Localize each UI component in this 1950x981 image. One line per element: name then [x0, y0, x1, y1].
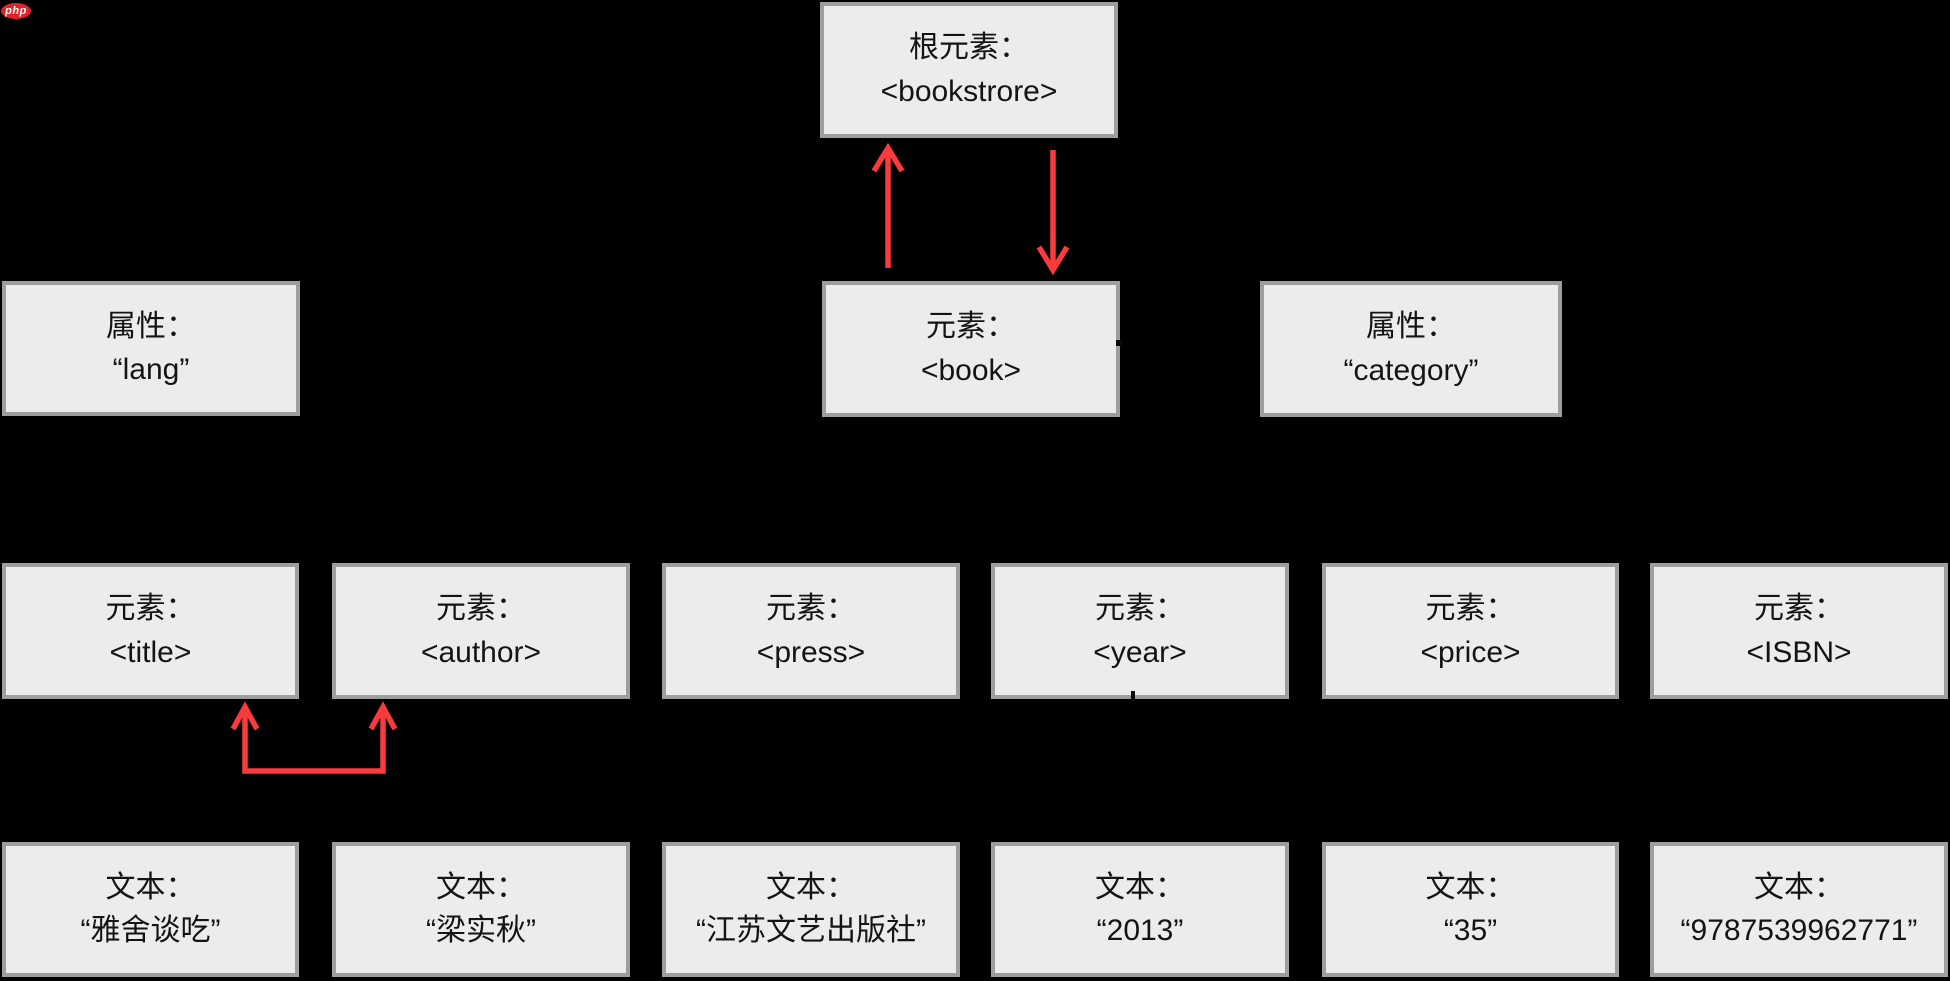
node-type-label: 文本：	[1754, 870, 1844, 904]
node-type-label: 文本：	[105, 870, 196, 904]
node-value-label: “雅舍谈吃”	[80, 914, 221, 947]
node-type-label: 文本：	[436, 870, 526, 904]
node-element-isbn: 元素： <ISBN>	[1650, 563, 1948, 699]
node-attr-lang: 属性： “lang”	[2, 281, 300, 416]
php-logo-label: php	[5, 4, 27, 17]
node-element-price: 元素： <price>	[1322, 563, 1619, 699]
node-value-label: <title>	[109, 635, 192, 669]
node-text-year: 文本： “2013”	[991, 842, 1289, 977]
node-type-label: 文本：	[1095, 870, 1185, 904]
arrow-book-to-root-head-icon	[871, 142, 905, 173]
node-root-bookstore: 根元素： <bookstrore>	[820, 2, 1118, 138]
node-text-isbn: 文本： “9787539962771”	[1650, 842, 1948, 977]
node-type-label: 元素：	[766, 592, 856, 625]
node-type-label: 根元素：	[909, 31, 1029, 64]
node-value-label: <author>	[420, 635, 542, 669]
artifact-tick	[1131, 691, 1135, 702]
node-element-author: 元素： <author>	[332, 563, 630, 699]
arrow-sibling-bracket-line	[242, 711, 386, 774]
node-value-label: “江苏文艺出版社”	[696, 914, 926, 947]
node-text-author: 文本： “梁实秋”	[332, 842, 630, 977]
node-type-label: 元素：	[1754, 592, 1844, 625]
artifact-dot	[1116, 340, 1122, 346]
node-value-label: <year>	[1093, 635, 1187, 669]
node-type-label: 元素：	[436, 592, 526, 625]
node-type-label: 元素：	[105, 592, 196, 625]
node-text-price: 文本： “35”	[1322, 842, 1619, 977]
node-type-label: 属性：	[1366, 310, 1456, 343]
node-element-year: 元素： <year>	[991, 563, 1289, 699]
arrow-sibling-left-head-icon	[230, 701, 260, 731]
node-value-label: <ISBN>	[1746, 635, 1852, 669]
arrow-root-to-book-head-icon	[1036, 245, 1070, 276]
node-attr-category: 属性： “category”	[1260, 281, 1562, 417]
node-type-label: 文本：	[1425, 870, 1516, 904]
node-type-label: 元素：	[926, 310, 1016, 343]
node-value-label: “9787539962771”	[1680, 914, 1918, 947]
node-value-label: <book>	[920, 353, 1022, 387]
node-value-label: <bookstrore>	[880, 74, 1058, 108]
node-type-label: 元素：	[1095, 592, 1185, 625]
node-value-label: <press>	[756, 635, 866, 669]
node-text-press: 文本： “江苏文艺出版社”	[662, 842, 960, 977]
node-value-label: “category”	[1343, 353, 1479, 387]
node-type-label: 属性：	[106, 309, 196, 343]
node-value-label: <price>	[1420, 635, 1521, 669]
node-value-label: “2013”	[1096, 914, 1184, 947]
arrow-sibling-right-head-icon	[368, 701, 398, 731]
node-text-title: 文本： “雅舍谈吃”	[2, 842, 299, 977]
php-logo-badge: php	[1, 3, 31, 19]
node-value-label: “35”	[1443, 914, 1498, 947]
node-element-press: 元素： <press>	[662, 563, 960, 699]
node-value-label: “梁实秋”	[426, 914, 536, 947]
node-element-title: 元素： <title>	[2, 563, 299, 699]
node-value-label: “lang”	[112, 353, 190, 386]
node-element-book: 元素： <book>	[822, 281, 1120, 417]
node-type-label: 文本：	[766, 870, 856, 904]
node-type-label: 元素：	[1425, 592, 1516, 625]
